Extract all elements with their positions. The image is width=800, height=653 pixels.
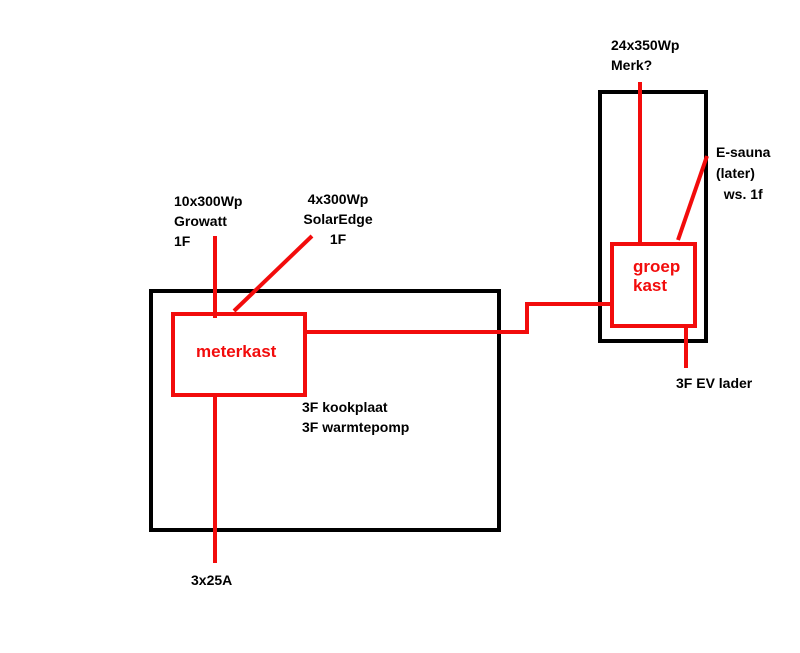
label-main-fuse: 3x25A: [191, 572, 233, 588]
label-ev-lader: 3F EV lader: [676, 375, 753, 391]
label-pv-24x350: 24x350Wp Merk?: [611, 37, 680, 73]
label-e-sauna: E-sauna (later) ws. 1f: [716, 144, 771, 202]
groepkast-box: groep kast: [610, 242, 697, 328]
label-loads: 3F kookplaat 3F warmtepomp: [302, 399, 410, 435]
groepkast-label: groep kast: [633, 257, 681, 295]
label-pv-solaredge: 4x300Wp SolarEdge 1F: [303, 191, 373, 247]
label-pv-growatt: 10x300Wp Growatt 1F: [174, 193, 243, 249]
meterkast-label: meterkast: [196, 342, 277, 361]
meterkast-box: meterkast: [171, 312, 307, 397]
house-outline: [149, 289, 501, 532]
